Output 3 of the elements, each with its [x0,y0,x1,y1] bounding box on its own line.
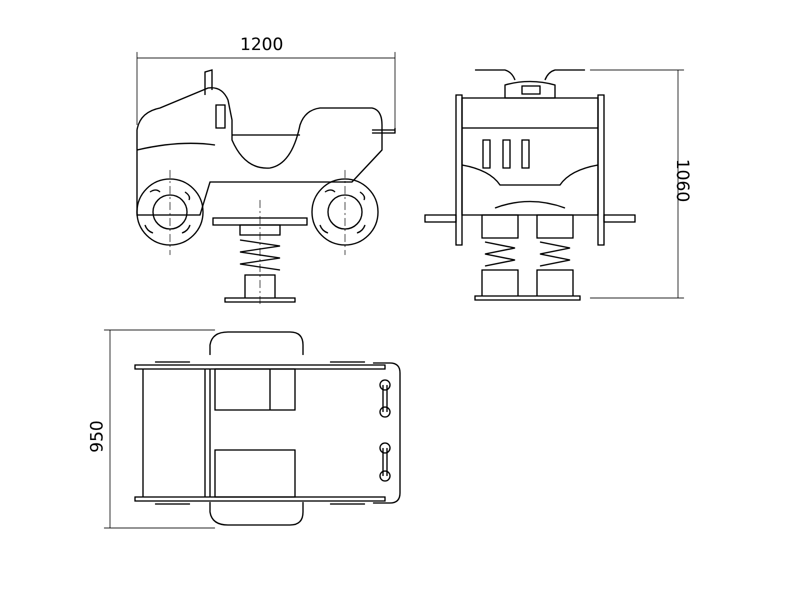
dimension-text: 950 [90,420,107,453]
dimension-text: 1060 [673,158,690,202]
dimension-text: 1200 [240,37,284,54]
